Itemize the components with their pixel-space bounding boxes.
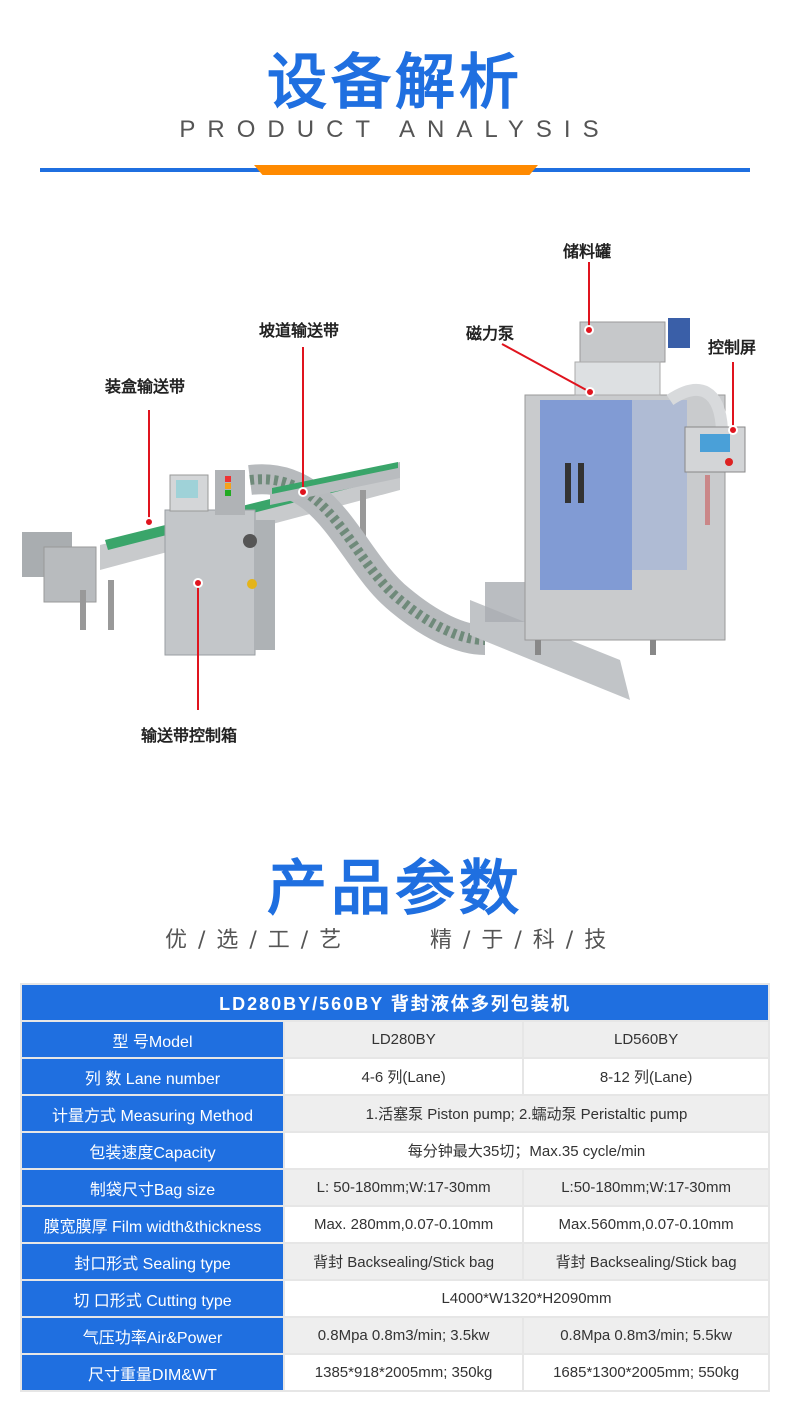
slogan-left: 优 / 选 / 工 / 艺 [165,928,344,953]
output-conveyor [470,600,630,700]
callout-control-box: 输送带控制箱 [141,726,238,745]
machine-illustration [22,262,746,710]
slogan-right: 精 / 于 / 科 / 技 [430,928,609,953]
analysis-subtitle: PRODUCT ANALYSIS [179,116,611,143]
motor [668,318,690,348]
divider-accent [254,165,538,175]
callout-pump: 磁力泵 [466,324,515,343]
callout-screen: 控制屏 [708,338,757,357]
params-title: 产品参数 [267,854,523,924]
storage-tank [579,321,666,363]
callout-boxing-conveyor: 装盒输送带 [105,377,186,396]
tank-dot [584,325,594,335]
callout-ramp-conveyor: 坡道输送带 [259,321,340,340]
table-title: LD280BY/560BY 背封液体多列包装机 [20,983,770,1022]
analysis-title: 设备解析 [267,48,523,118]
conveyor-control-box [164,509,256,656]
callout-tank: 储料罐 [563,242,612,261]
